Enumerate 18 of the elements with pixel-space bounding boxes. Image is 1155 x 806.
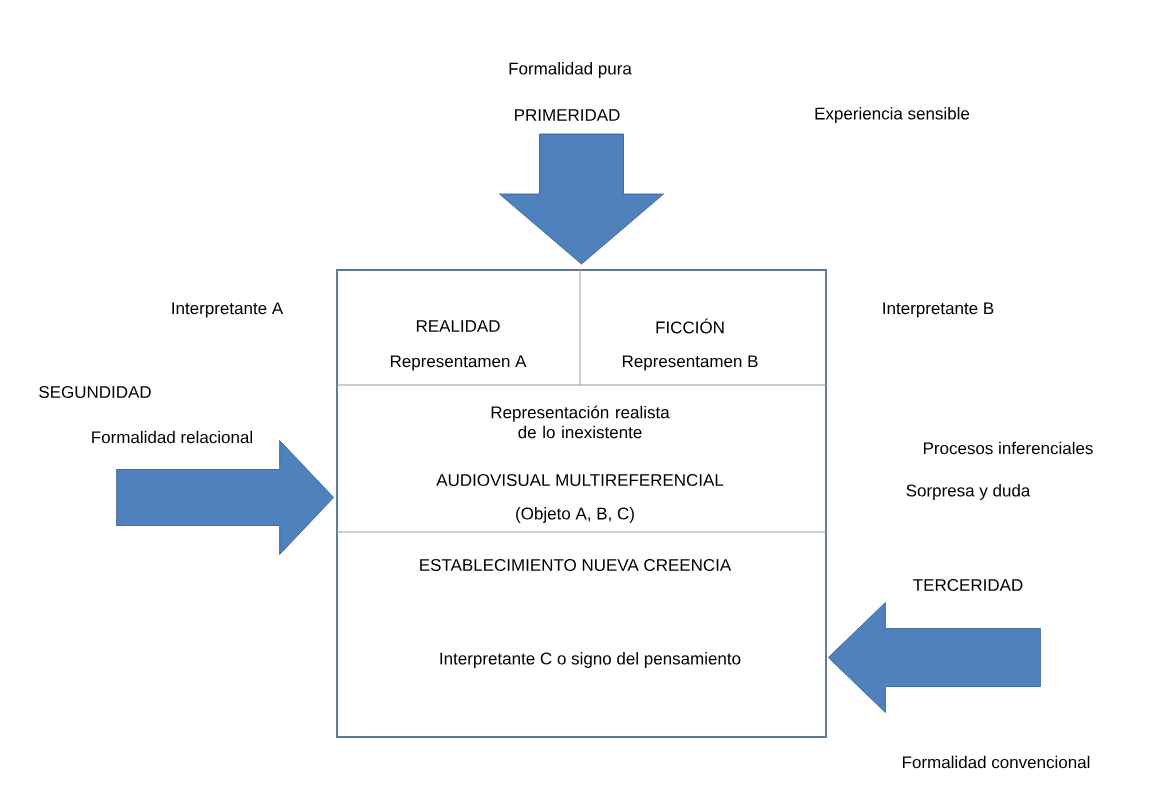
label: PRIMERIDAD <box>515 109 620 121</box>
label: SEGUNDIDAD <box>39 386 151 398</box>
label: Interpretante A <box>172 302 284 318</box>
label: Procesos inferenciales <box>923 441 1093 455</box>
block-arrow <box>827 602 1041 713</box>
label: Sorpresa y duda <box>906 484 1031 500</box>
label: TERCERIDAD <box>913 579 1023 591</box>
label: Formalidad convencional <box>903 755 1090 769</box>
label: Formalidad relacional <box>92 430 253 444</box>
section-box: ESTABLECIMIENTO NUEVA CREENCIA Interpretante C o signo del pensamiento <box>336 531 827 738</box>
block-arrow <box>499 133 664 265</box>
block-arrow <box>116 440 335 555</box>
section-box: Representación realista de lo inexistente AUDIOVISUAL MULTIREFERENCIAL (Objeto A, B, C) <box>336 384 827 533</box>
label: Formalidad pura <box>509 62 632 78</box>
label: Experiencia sensible <box>815 107 970 123</box>
label: Interpretante B <box>883 302 994 318</box>
section-box: FICCIÓN Representamen B <box>579 269 827 386</box>
section-box: REALIDAD Representamen A <box>336 269 581 386</box>
